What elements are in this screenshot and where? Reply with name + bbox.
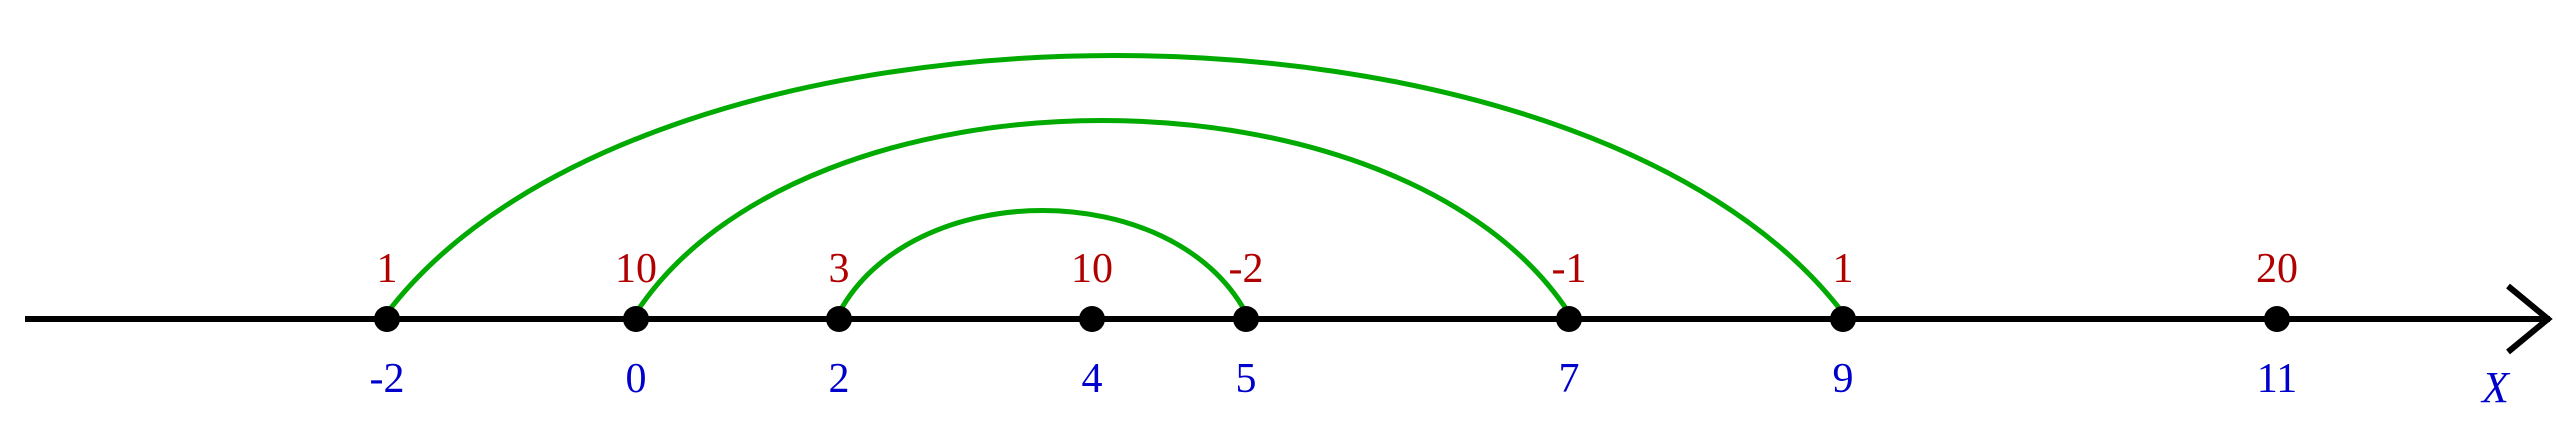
point-dot — [2264, 306, 2290, 332]
point-dot — [623, 306, 649, 332]
axis-point: 10 4 — [1071, 246, 1113, 402]
point-coordinate-label: 7 — [1559, 356, 1580, 402]
axis-point: 10 0 — [615, 246, 657, 402]
point-coordinate-label: 5 — [1236, 356, 1257, 402]
point-dot — [1830, 306, 1856, 332]
point-coordinate-label: 4 — [1082, 356, 1103, 402]
point-coordinate-label: 2 — [829, 356, 850, 402]
point-dot — [1556, 306, 1582, 332]
point-value-label: -1 — [1552, 246, 1587, 292]
point-dot — [1079, 306, 1105, 332]
point-dot — [1233, 306, 1259, 332]
point-coordinate-label: 11 — [2257, 356, 2297, 402]
point-coordinate-label: 9 — [1833, 356, 1854, 402]
point-value-label: 1 — [377, 246, 398, 292]
point-value-label: 3 — [829, 246, 850, 292]
axis-point: -2 5 — [1229, 246, 1264, 402]
connection-arc — [836, 208, 1249, 315]
point-dot — [826, 306, 852, 332]
axis-arrowhead-icon — [2506, 283, 2553, 355]
point-value-label: 1 — [1833, 246, 1854, 292]
arcs-group — [385, 53, 1845, 315]
axis-point: 1 -2 — [370, 246, 405, 402]
point-coordinate-label: -2 — [370, 356, 405, 402]
connection-arc — [385, 53, 1845, 315]
point-value-label: 10 — [615, 246, 657, 292]
axis-point: 32 — [826, 246, 852, 402]
axis-point: -1 7 — [1552, 246, 1587, 402]
connection-arc — [633, 118, 1572, 315]
point-value-label: 10 — [1071, 246, 1113, 292]
axis-label: X — [2480, 363, 2511, 412]
point-value-label: -2 — [1229, 246, 1264, 292]
point-dot — [374, 306, 400, 332]
point-coordinate-label: 0 — [626, 356, 647, 402]
axis-point: 19 — [1830, 246, 1856, 402]
point-value-label: 20 — [2256, 246, 2298, 292]
